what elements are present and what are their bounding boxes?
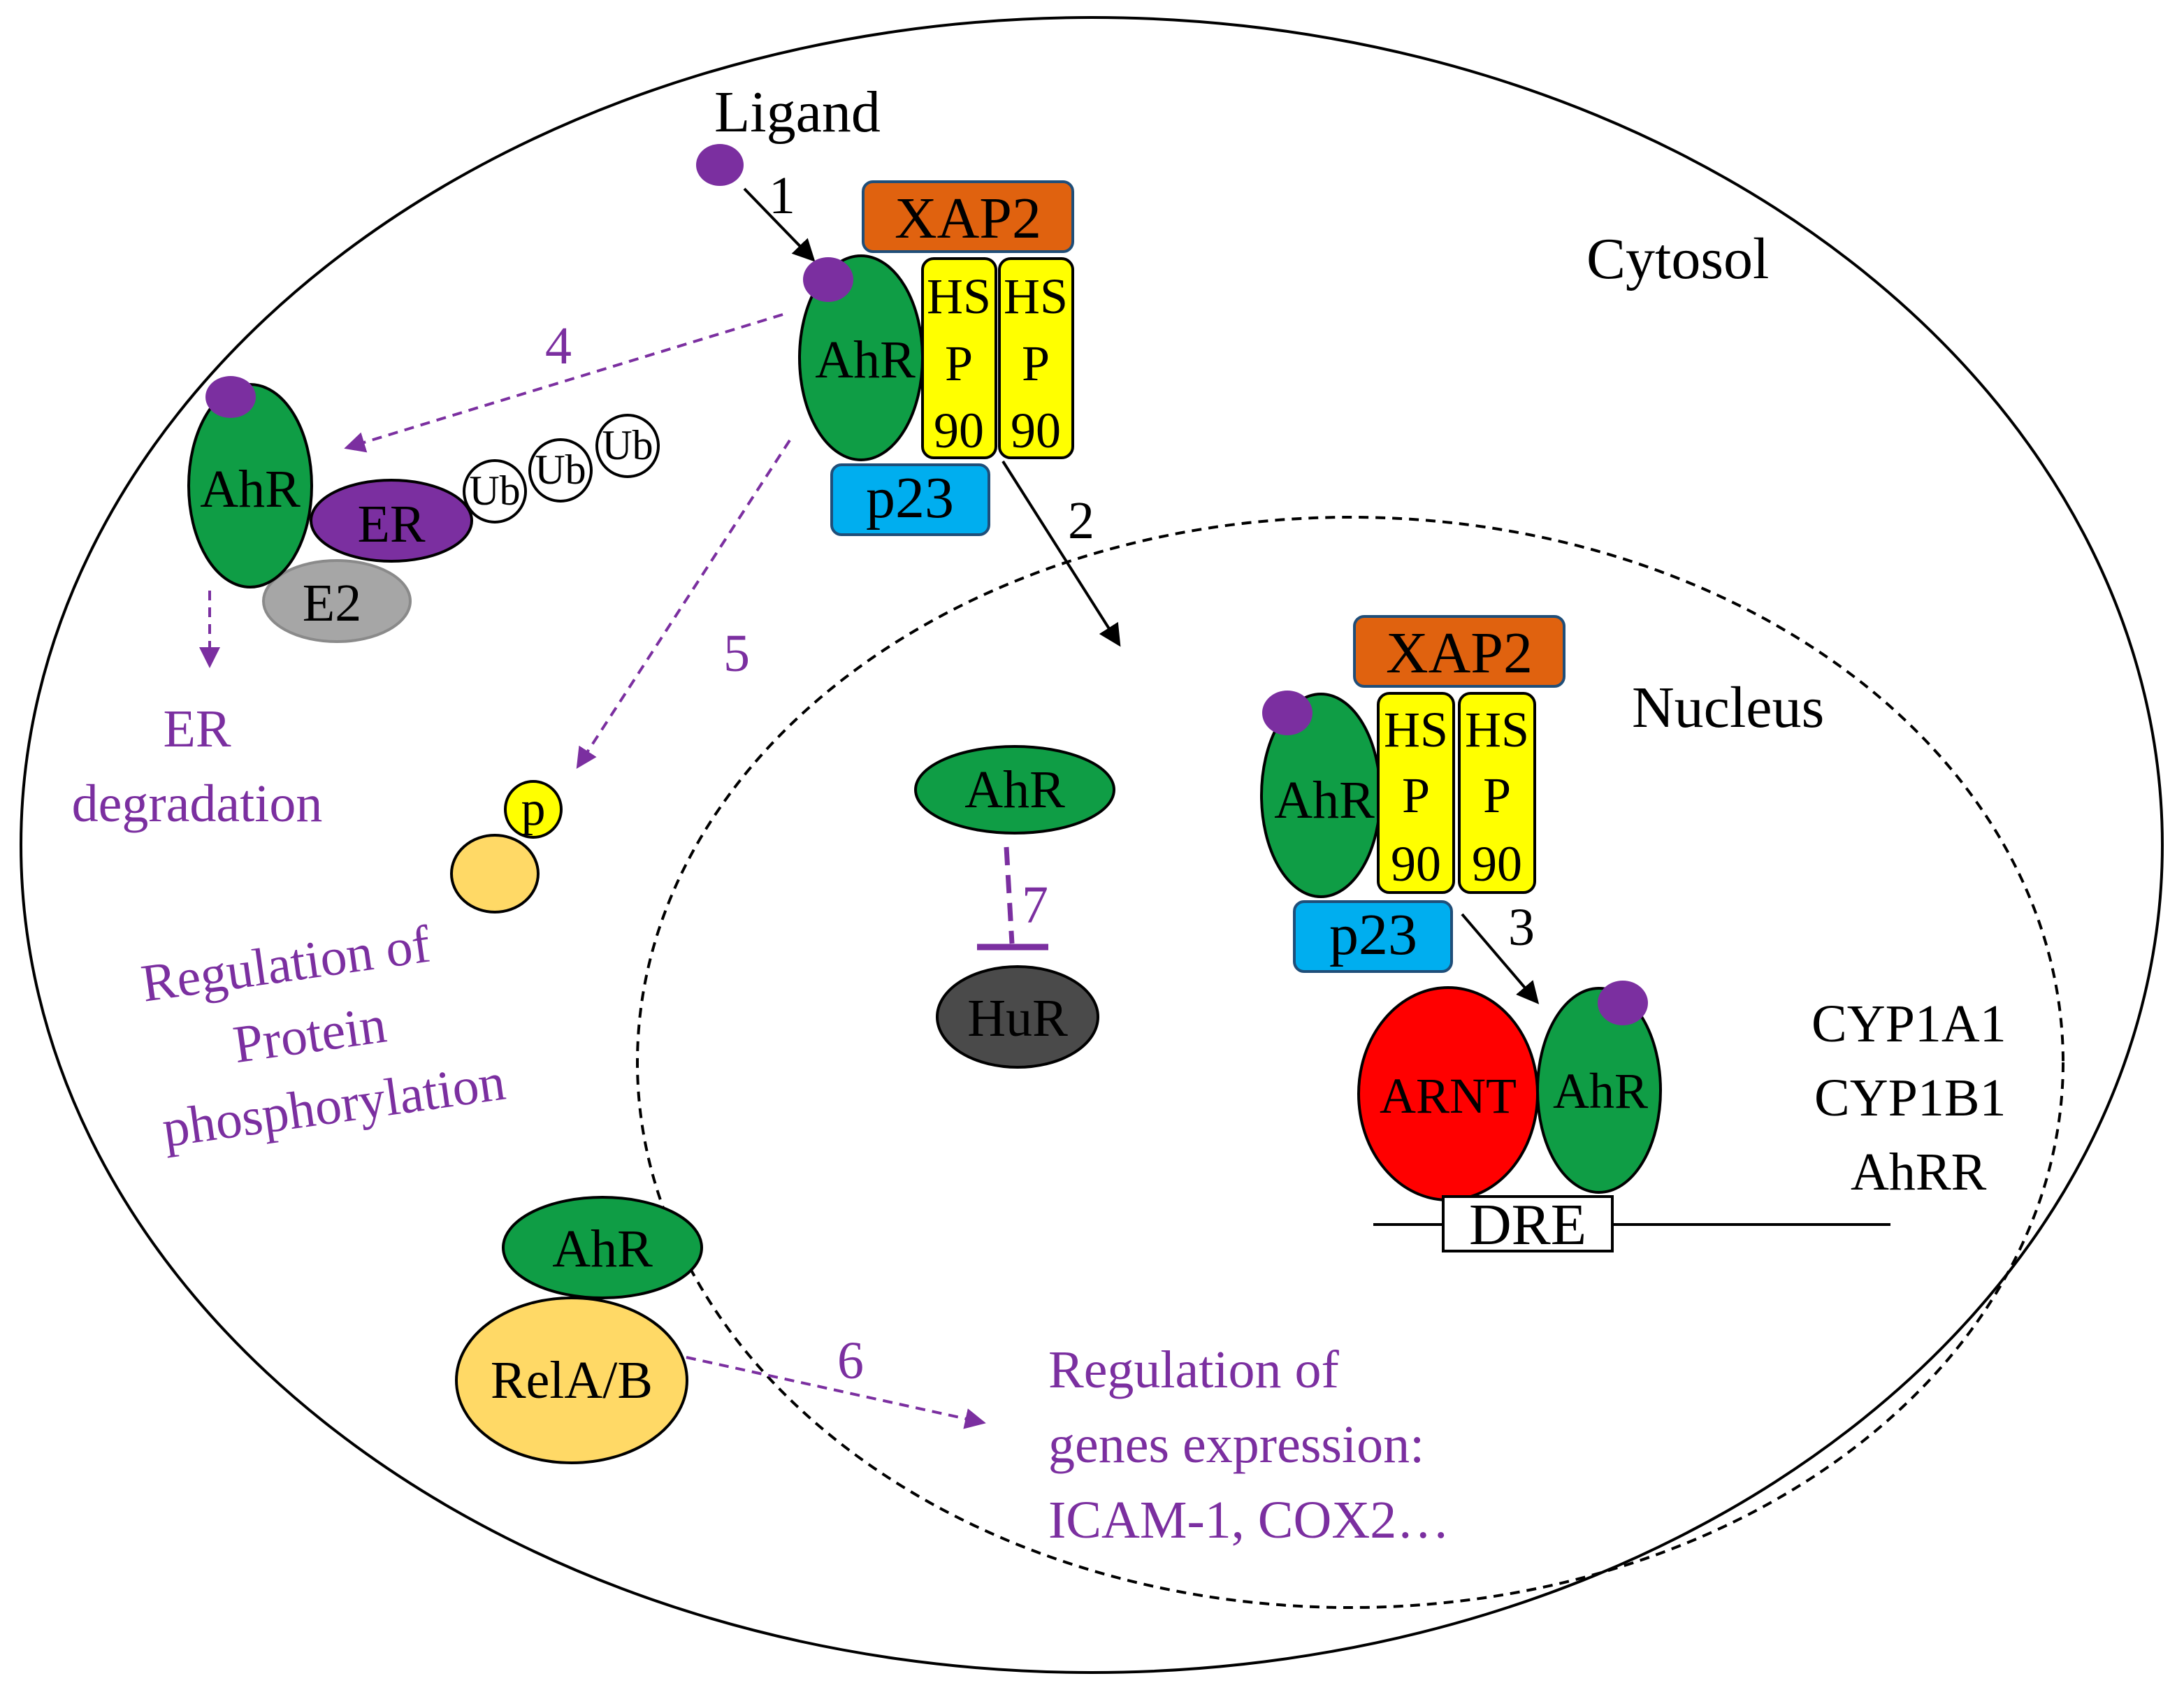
- hsp90-1-90: 90: [934, 403, 984, 458]
- ahr-hur-regulator: [914, 745, 1115, 835]
- step3-number: 3: [1508, 898, 1535, 957]
- ahr-cytosol-label: AhR: [815, 331, 916, 389]
- er-label: ER: [357, 495, 425, 554]
- ubiquitin-2-label: Ub: [535, 447, 586, 493]
- gene-expr-line1: Regulation of: [1048, 1341, 1340, 1399]
- nuclear-ahr-complex: XAP2 AhR HS P 90 HS P 90 p23: [1260, 615, 1565, 973]
- e2-label: E2: [303, 574, 361, 633]
- phosphate-group: [504, 780, 563, 839]
- hsp90-box-1: [921, 257, 997, 459]
- step7-inhibit-line: [1004, 846, 1015, 944]
- step6-arrow: [686, 1356, 986, 1429]
- hsp90-2-hs: HS: [1004, 268, 1068, 324]
- ahr-dre-bound: [1536, 987, 1662, 1194]
- cell-membrane: [20, 16, 2164, 1674]
- phosphate-label: p: [521, 782, 546, 836]
- dre-label: DRE: [1469, 1192, 1586, 1257]
- nucleus-envelope: [636, 516, 2064, 1609]
- hsp90-3-90: 90: [1391, 836, 1441, 892]
- step5-number: 5: [723, 624, 750, 683]
- step2-arrow: [1001, 460, 1121, 647]
- ubiquitin-1-label: Ub: [469, 468, 520, 514]
- xap2-box: [862, 180, 1074, 253]
- xap2-label: XAP2: [895, 186, 1041, 251]
- hur-protein: [936, 965, 1099, 1069]
- ligand-bound-dot-er: [205, 376, 256, 418]
- ligand-bound-dot-nuclear: [1262, 691, 1312, 735]
- xap2-box-nuclear: [1353, 615, 1565, 688]
- rela-b-label: RelA/B: [491, 1351, 653, 1410]
- ubiquitin-3: [595, 414, 660, 478]
- ubiquitin-1: [463, 459, 527, 523]
- gene-expr-line3: ICAM-1, COX2…: [1048, 1491, 1449, 1550]
- hsp90-box-3: [1377, 692, 1455, 894]
- hsp90-box-2: [998, 257, 1074, 459]
- ubiquitin-2: [528, 438, 593, 503]
- er-degradation-line2: degradation: [72, 774, 323, 833]
- ligand-bound-dot-dre: [1598, 981, 1648, 1025]
- protein-phos-line1: Regulation of: [138, 915, 434, 1013]
- protein-phos-text: Regulation of Protein phosphorylation: [138, 915, 509, 1159]
- target-gene-3: AhRR: [1851, 1143, 1987, 1201]
- ahr-rela-partner: [502, 1196, 703, 1299]
- step2-number: 2: [1068, 491, 1094, 550]
- step3-arrow: [1461, 913, 1540, 1004]
- p23-label: p23: [866, 465, 954, 530]
- p23-nuclear-label: p23: [1329, 902, 1417, 967]
- ahr-hur-label: AhR: [964, 760, 1065, 819]
- ligand-bound-dot: [803, 257, 853, 302]
- dre-box: [1442, 1195, 1614, 1252]
- protein-phos-line3: phosphorylation: [159, 1053, 509, 1159]
- hur-label: HuR: [967, 989, 1068, 1048]
- arnt-label: ARNT: [1380, 1068, 1517, 1124]
- cytosol-label: Cytosol: [1586, 226, 1769, 291]
- step4-arrow: [344, 313, 783, 453]
- step1-arrow: [743, 187, 816, 262]
- target-gene-2: CYP1B1: [1814, 1069, 2006, 1127]
- hsp90-4-hs: HS: [1465, 702, 1529, 758]
- ahr-nuclear-label: AhR: [1274, 771, 1375, 830]
- hsp90-2-90: 90: [1011, 403, 1061, 458]
- e2-protein: [262, 559, 412, 643]
- er-degradation-line1: ER: [163, 700, 231, 758]
- ahr-er-e3-complex: E2 AhR ER Ub Ub Ub: [187, 376, 660, 643]
- ahr-dre-label: AhR: [1553, 1063, 1648, 1119]
- target-gene-1: CYP1A1: [1811, 995, 2006, 1053]
- hsp90-4-90: 90: [1472, 836, 1522, 892]
- p23-box-nuclear: [1293, 900, 1453, 973]
- step7-number: 7: [1022, 876, 1048, 934]
- gene-expr-line2: genes expression:: [1048, 1415, 1424, 1474]
- step5-arrow: [576, 439, 791, 770]
- step6-number: 6: [837, 1331, 864, 1390]
- hsp90-1-p: P: [945, 335, 973, 391]
- phospho-substrate: [450, 834, 540, 913]
- ligand-label: Ligand: [714, 80, 881, 145]
- ligand-dot: [696, 144, 744, 186]
- hsp90-box-4: [1458, 692, 1536, 894]
- ubiquitin-3-label: Ub: [602, 422, 653, 468]
- protein-phos-line2: Protein: [230, 995, 390, 1075]
- xap2-nuclear-label: XAP2: [1386, 621, 1533, 686]
- nucleus-label: Nucleus: [1632, 675, 1824, 740]
- rela-b-protein: [455, 1297, 688, 1464]
- er-protein: [310, 479, 473, 563]
- hsp90-2-p: P: [1022, 335, 1050, 391]
- hsp90-4-p: P: [1483, 767, 1511, 823]
- ahr-er-label: AhR: [200, 460, 301, 519]
- step4-number: 4: [545, 317, 572, 375]
- step1-number: 1: [769, 166, 795, 225]
- p23-box: [830, 463, 990, 536]
- cytosolic-ahr-complex: XAP2 AhR HS P 90 HS P 90 p23: [798, 180, 1074, 536]
- hsp90-3-hs: HS: [1384, 702, 1448, 758]
- ahr-rela-label: AhR: [552, 1220, 653, 1278]
- hsp90-1-hs: HS: [927, 268, 991, 324]
- hsp90-3-p: P: [1402, 767, 1430, 823]
